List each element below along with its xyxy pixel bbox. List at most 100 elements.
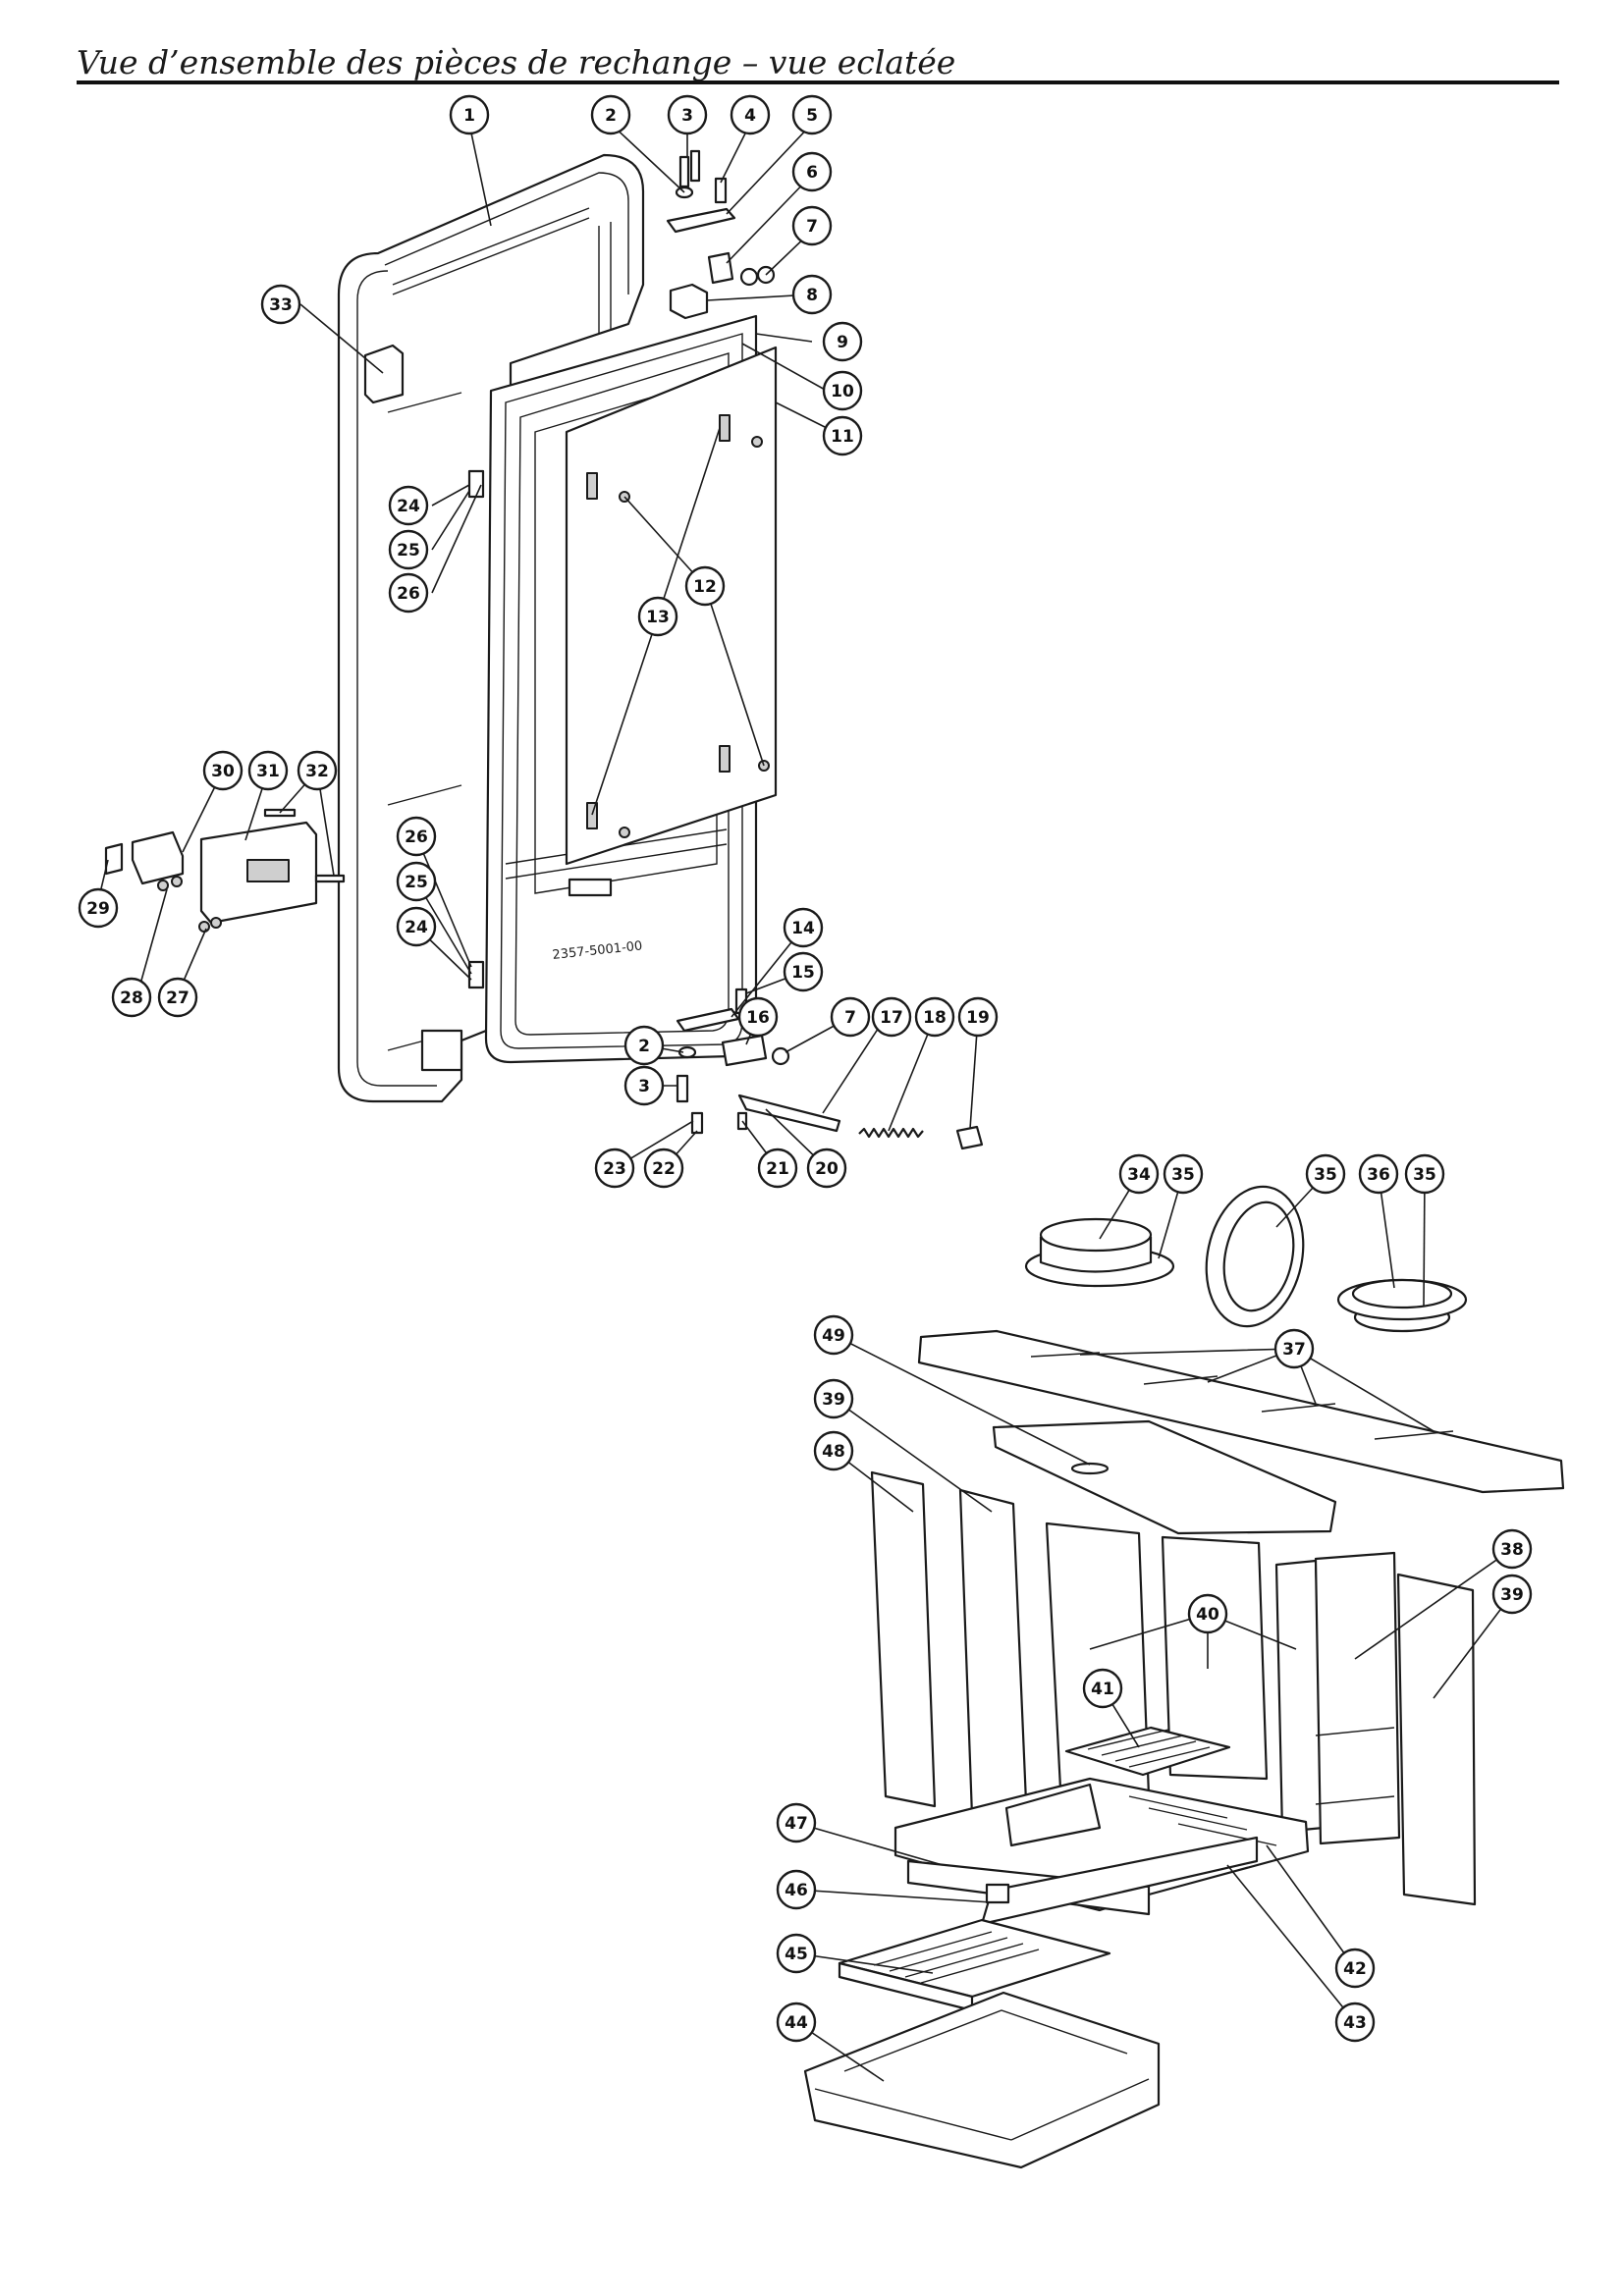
callout-48: 48: [813, 1430, 854, 1471]
lock-screw-32b: [314, 874, 346, 883]
callout-40: 40: [1187, 1593, 1228, 1634]
ash-grate-45-slots: [873, 1931, 1040, 1984]
callout-36: 36: [1358, 1153, 1399, 1195]
ashpan-frame-43: [980, 1836, 1259, 1926]
callout-13: 13: [637, 596, 678, 637]
frame-bottom-lock: [420, 1029, 463, 1072]
spacer-22: [690, 1111, 704, 1135]
lock-nut-28a: [157, 880, 169, 891]
callout-27: 27: [157, 977, 198, 1018]
svg-text:45: 45: [785, 1945, 808, 1964]
bolt-3a: [678, 155, 690, 188]
callout-29: 29: [78, 887, 119, 929]
door-frame-top-rim: [384, 172, 629, 294]
svg-text:23: 23: [603, 1159, 626, 1179]
svg-text:17: 17: [880, 1008, 903, 1028]
callout-5: 5: [791, 94, 833, 135]
door-nameplate: [568, 878, 613, 897]
callout-3-lower: 3: [623, 1065, 665, 1106]
lock-plate-30: [131, 830, 185, 885]
callout-25-upper: 25: [388, 529, 429, 570]
svg-text:12: 12: [693, 577, 717, 597]
callout-34: 34: [1118, 1153, 1160, 1195]
svg-text:40: 40: [1196, 1605, 1219, 1625]
washer-7a-upper: [739, 267, 759, 287]
svg-text:2: 2: [638, 1037, 650, 1056]
frame-hinge-lower: [467, 960, 485, 989]
svg-text:10: 10: [831, 382, 854, 401]
svg-text:3: 3: [681, 106, 693, 126]
callout-7-lower: 7: [830, 996, 871, 1038]
svg-text:35: 35: [1413, 1165, 1436, 1185]
hinge-pin-6: [707, 251, 734, 285]
glass-clip-13-tr: [719, 414, 731, 442]
door-frame-right-rail: [598, 222, 612, 334]
callout-33: 33: [260, 284, 301, 325]
svg-text:6: 6: [806, 163, 818, 183]
svg-text:25: 25: [405, 873, 428, 892]
spring-18: [858, 1127, 924, 1139]
glass-clip-13-br: [719, 745, 731, 773]
callout-22: 22: [643, 1148, 684, 1189]
callout-24-lower: 24: [396, 906, 437, 947]
svg-text:26: 26: [397, 584, 420, 604]
svg-text:15: 15: [791, 963, 815, 983]
callout-18: 18: [914, 996, 955, 1038]
svg-text:31: 31: [256, 762, 280, 781]
catch-19: [955, 1125, 984, 1150]
baffle-joints: [1030, 1352, 1454, 1440]
svg-text:26: 26: [405, 828, 428, 847]
svg-text:37: 37: [1282, 1340, 1306, 1360]
callout-26-lower: 26: [396, 816, 437, 857]
lock-nut-28b: [171, 876, 183, 887]
baffle-plates-37: [917, 1329, 1565, 1494]
side-brick-39-right: [1396, 1573, 1477, 1906]
ash-pan-44-rim: [814, 2078, 1150, 2141]
callout-35-a: 35: [1163, 1153, 1204, 1195]
svg-text:29: 29: [86, 899, 110, 919]
frame-tab-46: [985, 1883, 1010, 1904]
glass-clip-13-tl: [586, 472, 598, 500]
glass-clip-13-bl: [586, 802, 598, 829]
lock-body-31-window: [246, 859, 290, 882]
pin-4: [714, 177, 728, 204]
svg-text:20: 20: [815, 1159, 839, 1179]
callout-26-upper: 26: [388, 572, 429, 614]
callout-39-left: 39: [813, 1378, 854, 1419]
callout-15: 15: [783, 951, 824, 992]
svg-text:28: 28: [120, 988, 143, 1008]
svg-text:19: 19: [966, 1008, 990, 1028]
callout-11: 11: [822, 415, 863, 456]
callout-24-upper: 24: [388, 485, 429, 526]
svg-text:42: 42: [1343, 1959, 1367, 1979]
svg-text:22: 22: [652, 1159, 676, 1179]
callout-42: 42: [1334, 1948, 1376, 1989]
svg-text:7: 7: [806, 217, 818, 237]
callout-44: 44: [776, 2002, 817, 2043]
grate-41-bars: [1087, 1729, 1211, 1768]
svg-text:3: 3: [638, 1077, 650, 1096]
front-bar-47-back: [1004, 1783, 1102, 1847]
flue-ring-35: [1205, 1185, 1305, 1328]
callout-10: 10: [822, 370, 863, 411]
svg-text:34: 34: [1127, 1165, 1151, 1185]
baffle-49: [992, 1419, 1337, 1535]
door-frame-top-slot: [392, 207, 590, 295]
callout-6: 6: [791, 151, 833, 192]
callout-9: 9: [822, 321, 863, 362]
svg-text:47: 47: [785, 1814, 808, 1834]
callout-19: 19: [957, 996, 999, 1038]
leader-lines: [97, 123, 1513, 2082]
flue-collar-34: [1024, 1217, 1175, 1288]
lock-nut-27a: [198, 921, 210, 933]
callout-8: 8: [791, 274, 833, 315]
grate-41: [1064, 1726, 1231, 1777]
svg-text:8: 8: [806, 286, 818, 305]
callout-28: 28: [111, 977, 152, 1018]
svg-text:11: 11: [831, 427, 854, 447]
door-frame-inner-edge: [356, 270, 437, 1087]
callout-21: 21: [757, 1148, 798, 1189]
callout-2: 2: [590, 94, 631, 135]
ash-pan-44: [803, 1991, 1161, 2169]
